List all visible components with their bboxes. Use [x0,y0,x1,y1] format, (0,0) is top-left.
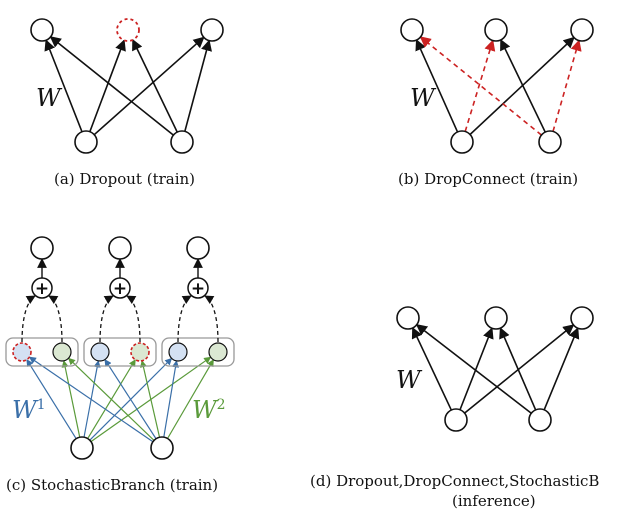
caption-inference-line2: (inference) [452,492,536,510]
edge-c-green-1-0 [67,357,155,441]
edge-b-1-0 [419,36,542,136]
node-c-out-2 [186,236,210,260]
node-b-out-1 [484,18,508,42]
edge-b-1-1 [500,38,546,133]
edge-d-1-1 [499,327,537,411]
caption-inference-line1: (d) Dropout,DropConnect,StochasticB [310,472,600,490]
edge-a-1-1 [132,38,178,133]
node-b-out-2 [570,18,594,42]
weight-label-branch-1: W1 [12,396,46,424]
branch-group-2 [161,337,235,367]
edge-c-blue-1-1 [104,358,157,440]
node-a-out-2 [200,18,224,42]
sum-symbol-1: + [113,279,127,299]
weight-label-dropconnect: W [410,84,435,112]
node-a-in-0 [74,130,98,154]
edge-c-blue-1-2 [163,360,180,438]
branch-node-1-1 [130,342,150,362]
node-c-out-0 [30,236,54,260]
edge-b-0-1 [464,39,496,132]
node-d-in-1 [528,408,552,432]
node-a-out-1 [116,18,140,42]
branch-group-0 [5,337,79,367]
node-d-out-0 [396,306,420,330]
edge-c-blue-0-0 [26,359,77,439]
node-b-out-0 [400,18,424,42]
branch-path-right-1 [126,295,141,343]
edge-d-0-1 [459,327,494,411]
branch-node-1-0 [90,342,110,362]
edge-a-0-1 [89,39,126,132]
node-c-in-1 [150,436,174,460]
edge-a-1-0 [49,36,174,136]
node-b-in-1 [538,130,562,154]
edge-b-1-2 [552,39,582,132]
caption-dropconnect: (b) DropConnect (train) [398,170,579,188]
edge-c-green-1-2 [167,359,214,439]
node-d-out-2 [570,306,594,330]
node-c-in-0 [70,436,94,460]
edge-c-green-1-1 [139,360,161,438]
edge-d-0-0 [411,326,453,411]
node-b-in-0 [450,130,474,154]
node-a-out-0 [30,18,54,42]
branch-path-right-0 [48,295,63,343]
branch-node-0-1 [52,342,72,362]
node-d-in-0 [444,408,468,432]
edge-a-0-0 [44,39,83,133]
branch-node-0-0 [12,342,32,362]
weight-label-branch-2: W2 [192,396,226,424]
branch-node-2-1 [208,342,228,362]
edge-d-1-0 [415,324,532,414]
branch-node-2-0 [168,342,188,362]
branch-path-right-2 [204,295,219,343]
edge-a-1-2 [184,39,212,132]
caption-dropout: (a) Dropout (train) [54,170,196,188]
branch-path-left-1 [99,295,114,343]
node-a-in-1 [170,130,194,154]
node-c-out-1 [108,236,132,260]
weight-label-inference: W [396,366,421,394]
branch-path-left-2 [177,295,192,343]
edge-b-0-2 [469,36,575,136]
branch-group-1 [83,337,157,367]
edge-d-1-2 [543,327,580,411]
edge-c-blue-1-0 [28,356,154,443]
node-d-out-1 [484,306,508,330]
caption-stochasticbranch: (c) StochasticBranch (train) [6,476,219,494]
edge-c-green-0-0 [61,360,81,438]
branch-path-left-0 [21,295,36,343]
edge-d-0-2 [464,324,575,414]
sum-symbol-0: + [35,279,49,299]
weight-label-dropout: W [36,84,61,112]
sum-symbol-2: + [191,279,205,299]
edge-b-0-0 [415,39,459,133]
edge-a-0-2 [93,36,205,136]
